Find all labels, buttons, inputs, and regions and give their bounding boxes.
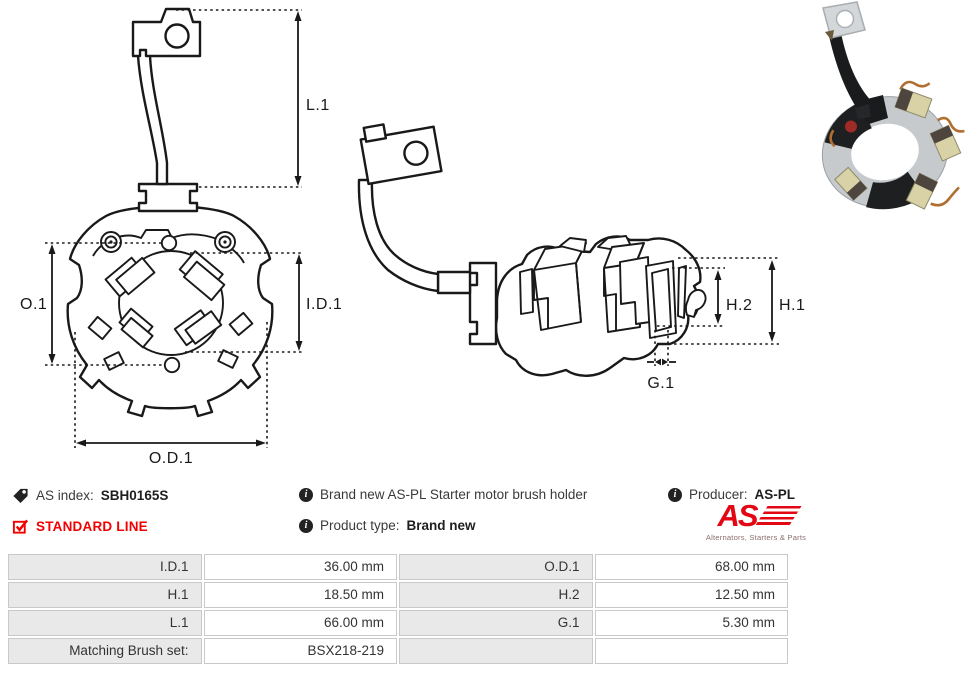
logo-wordmark: AS xyxy=(717,498,758,533)
spec-label: Matching Brush set: xyxy=(8,638,202,664)
spec-value: 12.50 mm xyxy=(594,582,788,608)
spec-label xyxy=(399,638,593,664)
spec-table: I.D.1 36.00 mm O.D.1 68.00 mm H.1 18.50 … xyxy=(8,554,788,664)
product-type-value: Brand new xyxy=(406,518,476,533)
spec-label: H.2 xyxy=(399,582,593,608)
dim-label-id1: I.D.1 xyxy=(306,296,342,313)
producer-value: AS-PL xyxy=(754,487,796,502)
spec-label: O.D.1 xyxy=(399,554,593,580)
spec-label: G.1 xyxy=(399,610,593,636)
spec-label: L.1 xyxy=(8,610,202,636)
info-icon: i xyxy=(668,487,682,502)
dim-label-o1: O.1 xyxy=(20,296,47,313)
logo-tagline: Alternators, Starters & Parts xyxy=(705,533,807,542)
technical-drawing: L.1 O.1 I.D.1 O.D.1 xyxy=(20,7,805,467)
spec-value: BSX218-219 xyxy=(203,638,397,664)
as-index-row: AS index: SBH0165S xyxy=(12,487,168,504)
dim-label-h1: H.1 xyxy=(779,297,805,314)
spec-label: H.1 xyxy=(8,582,202,608)
standard-line-row: STANDARD LINE xyxy=(12,518,148,535)
spec-value: 36.00 mm xyxy=(203,554,397,580)
producer-row: i Producer: AS-PL xyxy=(668,487,795,502)
dim-label-l1: L.1 xyxy=(306,97,330,114)
as-pl-logo: AS Alternators, Starters & Parts xyxy=(697,498,815,542)
front-view-drawing xyxy=(66,7,274,418)
product-type-row: i Product type: Brand new xyxy=(299,518,476,533)
standard-line-label: STANDARD LINE xyxy=(36,519,148,534)
spec-label: I.D.1 xyxy=(8,554,202,580)
product-photo xyxy=(821,1,965,210)
as-index-value: SBH0165S xyxy=(100,488,169,503)
front-view-dimensions: L.1 O.1 I.D.1 O.D.1 xyxy=(20,9,342,467)
checkbox-checked-icon xyxy=(12,519,29,534)
spec-value: 68.00 mm xyxy=(594,554,788,580)
spec-value xyxy=(594,638,788,664)
product-type-label: Product type: xyxy=(320,518,400,533)
tag-icon xyxy=(13,488,28,504)
info-icon: i xyxy=(299,487,313,502)
dim-label-h2: H.2 xyxy=(726,297,752,314)
description-row: i Brand new AS-PL Starter motor brush ho… xyxy=(299,487,587,502)
dim-label-od1: O.D.1 xyxy=(149,450,193,467)
spec-value: 18.50 mm xyxy=(203,582,397,608)
as-index-label: AS index: xyxy=(36,488,94,503)
spec-value: 66.00 mm xyxy=(203,610,397,636)
logo-stripes xyxy=(753,505,802,527)
side-view-drawing xyxy=(357,123,707,377)
description-text: Brand new AS-PL Starter motor brush hold… xyxy=(320,487,588,502)
side-view-dimensions: H.2 H.1 G.1 xyxy=(647,257,805,392)
dim-label-g1: G.1 xyxy=(647,375,674,392)
producer-label: Producer: xyxy=(689,487,748,502)
spec-value: 5.30 mm xyxy=(594,610,788,636)
info-icon: i xyxy=(299,518,313,533)
